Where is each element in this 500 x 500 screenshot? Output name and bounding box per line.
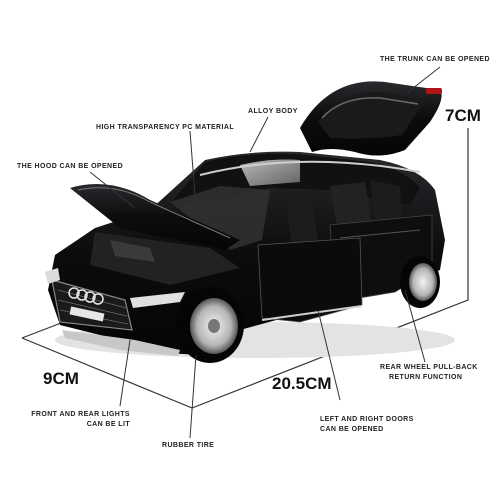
dimension-height: 7CM — [445, 106, 481, 125]
rear-wheel — [400, 256, 440, 308]
label-lights-1: FRONT AND REAR LIGHTS — [31, 411, 130, 418]
front-wheel — [176, 287, 244, 363]
hood — [70, 184, 240, 250]
label-doors-1: LEFT AND RIGHT DOORS — [320, 416, 414, 423]
dimension-width: 9CM — [43, 369, 79, 388]
trunk-lid — [300, 81, 442, 156]
label-lights-2: CAN BE LIT — [86, 421, 130, 428]
brand-rings — [68, 287, 104, 305]
label-trunk: THE TRUNK CAN BE OPENED — [380, 56, 490, 63]
leader-lines — [89, 66, 441, 439]
label-doors-2: CAN BE OPENED — [320, 426, 384, 433]
label-rear-wheel-1: REAR WHEEL PULL-BACK — [380, 364, 478, 371]
label-alloy-body: ALLOY BODY — [248, 108, 298, 115]
dimension-length: 20.5CM — [272, 374, 332, 393]
label-hood: THE HOOD CAN BE OPENED — [17, 163, 124, 170]
label-rubber-tire: RUBBER TIRE — [162, 442, 215, 449]
label-pc-material: HIGH TRANSPARENCY PC MATERIAL — [96, 124, 234, 131]
label-rear-wheel-2: RETURN FUNCTION — [389, 374, 463, 381]
